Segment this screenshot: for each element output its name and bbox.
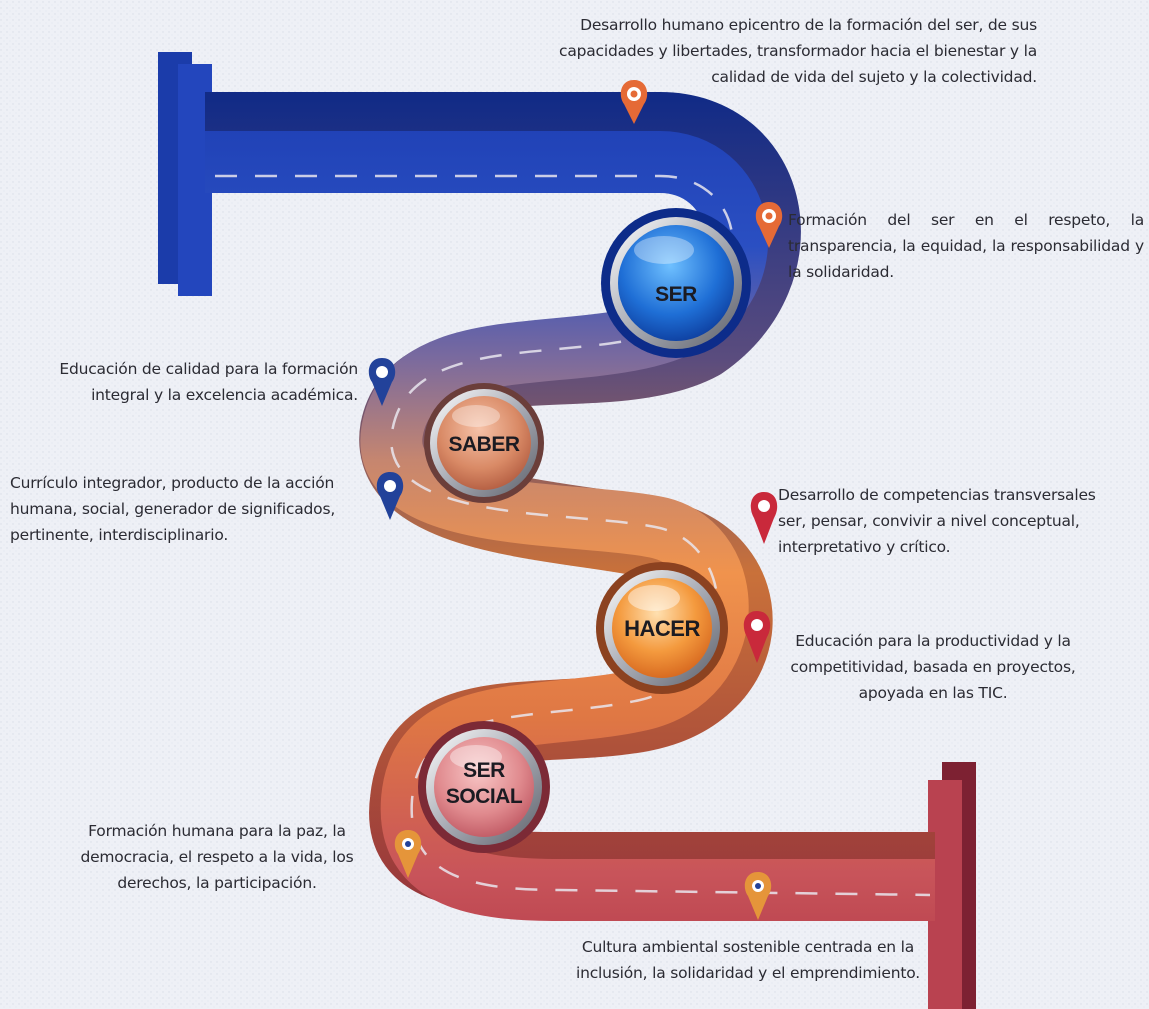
station-label-saber: SABER [434, 432, 534, 458]
station-label-ser: SER [626, 282, 726, 308]
description-formacion-del-ser: Formación del ser en el respeto, la tran… [788, 207, 1144, 285]
description-formacion-paz: Formación humana para la paz, la democra… [58, 818, 376, 896]
description-cultura-ambiental: Cultura ambiental sostenible centrada en… [560, 934, 936, 986]
station-label-hacer: HACER [602, 616, 722, 642]
description-productividad: Educación para la productividad y la com… [778, 628, 1088, 706]
description-curriculo-integrador: Currículo integrador, producto de la acc… [10, 470, 366, 548]
description-educacion-calidad: Educación de calidad para la formación i… [20, 356, 358, 408]
description-desarrollo-humano: Desarrollo humano epicentro de la formac… [545, 12, 1037, 90]
station-label-ser-social: SER SOCIAL [434, 758, 534, 810]
description-competencias-transversales: Desarrollo de competencias transversales… [778, 482, 1128, 560]
